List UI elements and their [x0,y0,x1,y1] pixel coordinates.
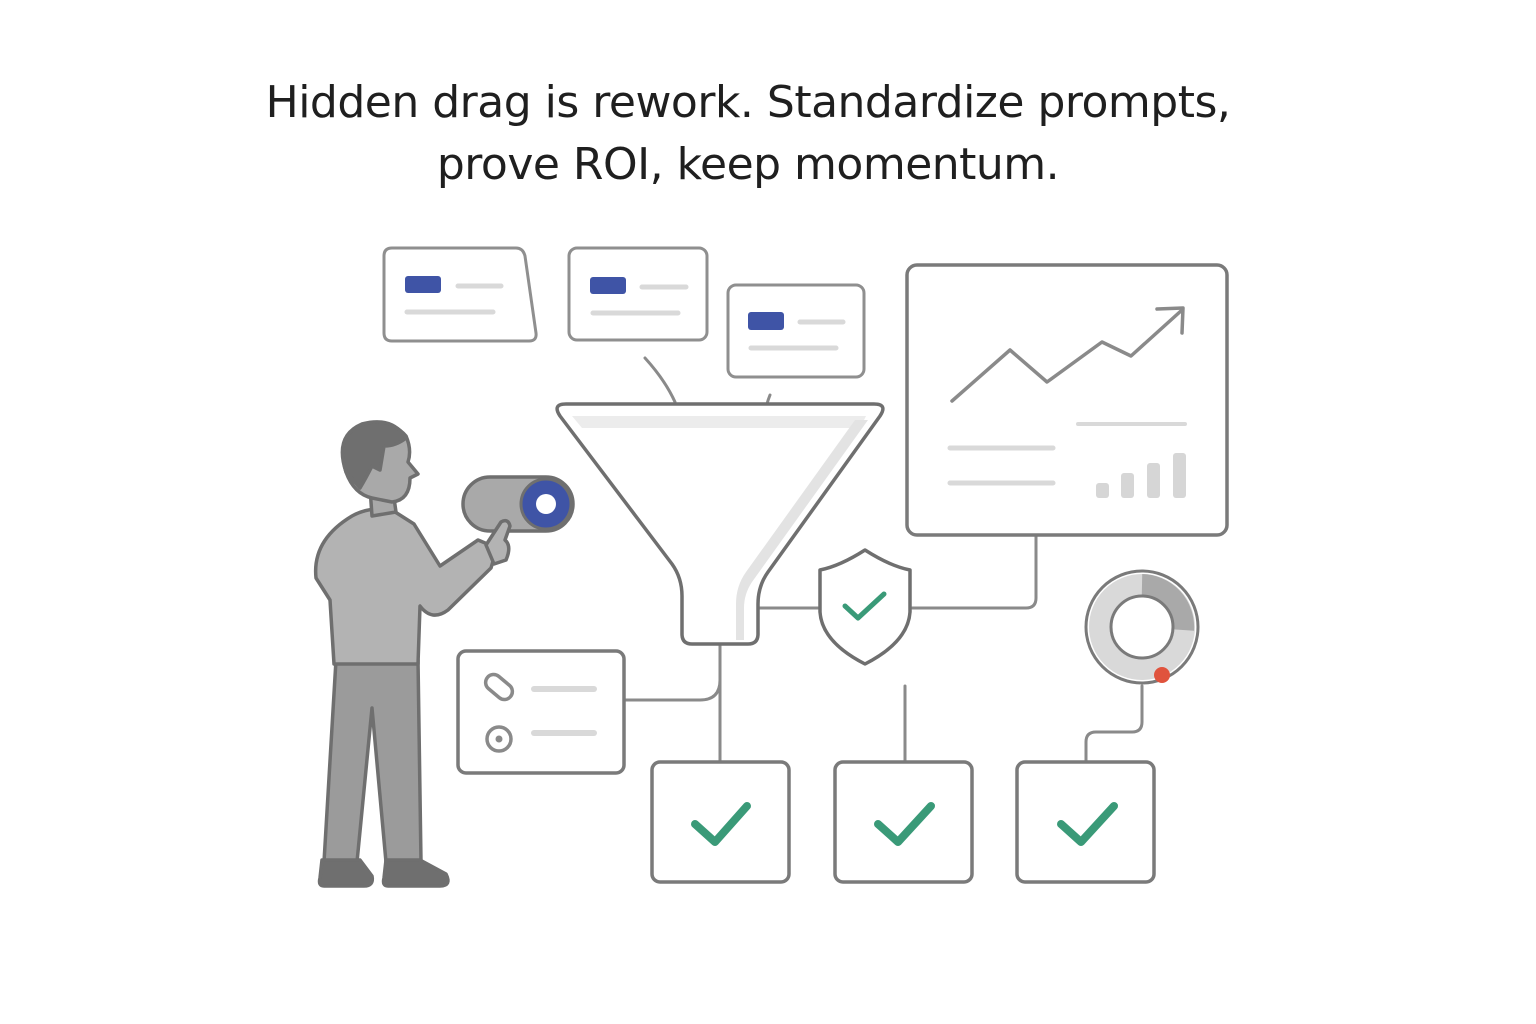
check-card-2 [835,762,972,882]
alert-dot [1154,667,1170,683]
person-shoe-right [384,860,449,886]
connector-donut-check3 [1086,686,1142,762]
donut-chart-icon [1086,571,1198,683]
person-legs [324,660,421,862]
card-tag-1 [405,276,441,293]
person-torso [316,509,497,664]
checklist-card [458,651,624,773]
check-card-1 [652,762,789,882]
connector-shield-chart [912,536,1036,608]
prompt-card-1 [384,248,536,341]
check-card-3 [1017,762,1154,882]
card-tag-3 [748,312,784,330]
prompt-card-3 [728,285,864,377]
card-tag-2 [590,277,626,294]
connector-card2-funnel [645,358,675,402]
toggle-switch [463,477,573,531]
person-shoe-left [320,860,373,886]
shield-check-icon [820,550,910,664]
connector-funnel-list [625,645,720,700]
prompt-card-2 [569,248,707,340]
analytics-panel [907,265,1227,535]
